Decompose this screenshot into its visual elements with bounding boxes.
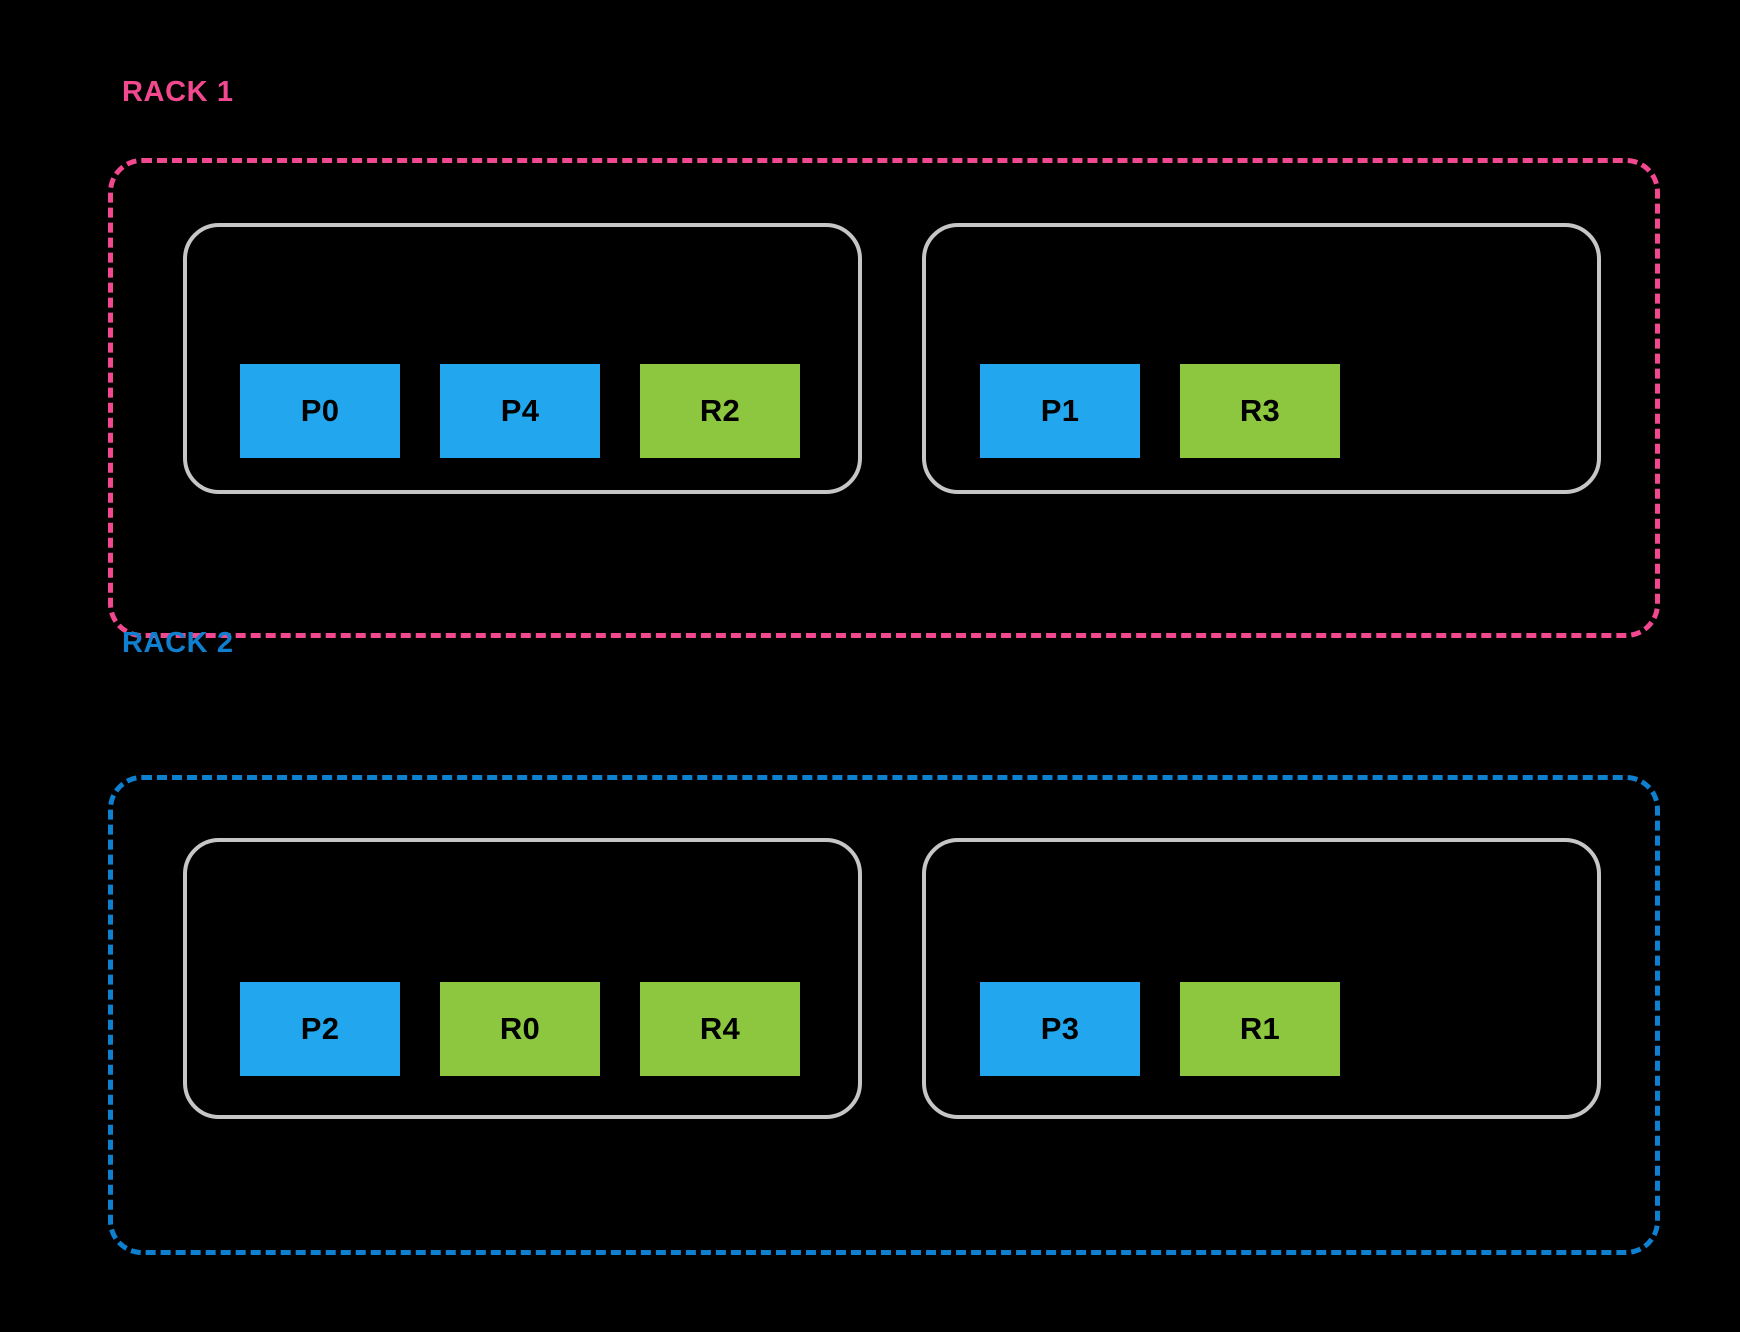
rack-1-label: RACK 1 (122, 76, 234, 108)
chip-p3[interactable]: P3 (980, 982, 1140, 1076)
chip-p2[interactable]: P2 (240, 982, 400, 1076)
chip-r2[interactable]: R2 (640, 364, 800, 458)
rack-2-node-1-container (183, 838, 862, 1119)
rack-1-node-1-container (183, 223, 862, 494)
rack-1-container (108, 158, 1660, 638)
rack-2-container (108, 775, 1660, 1255)
chip-r1[interactable]: R1 (1180, 982, 1340, 1076)
chip-p0[interactable]: P0 (240, 364, 400, 458)
rack-1-node-2-container (922, 223, 1601, 494)
chip-p1[interactable]: P1 (980, 364, 1140, 458)
chip-r3[interactable]: R3 (1180, 364, 1340, 458)
chip-r0[interactable]: R0 (440, 982, 600, 1076)
rack-2-node-2-container (922, 838, 1601, 1119)
chip-p4[interactable]: P4 (440, 364, 600, 458)
chip-r4[interactable]: R4 (640, 982, 800, 1076)
rack-2-label: RACK 2 (122, 627, 234, 659)
